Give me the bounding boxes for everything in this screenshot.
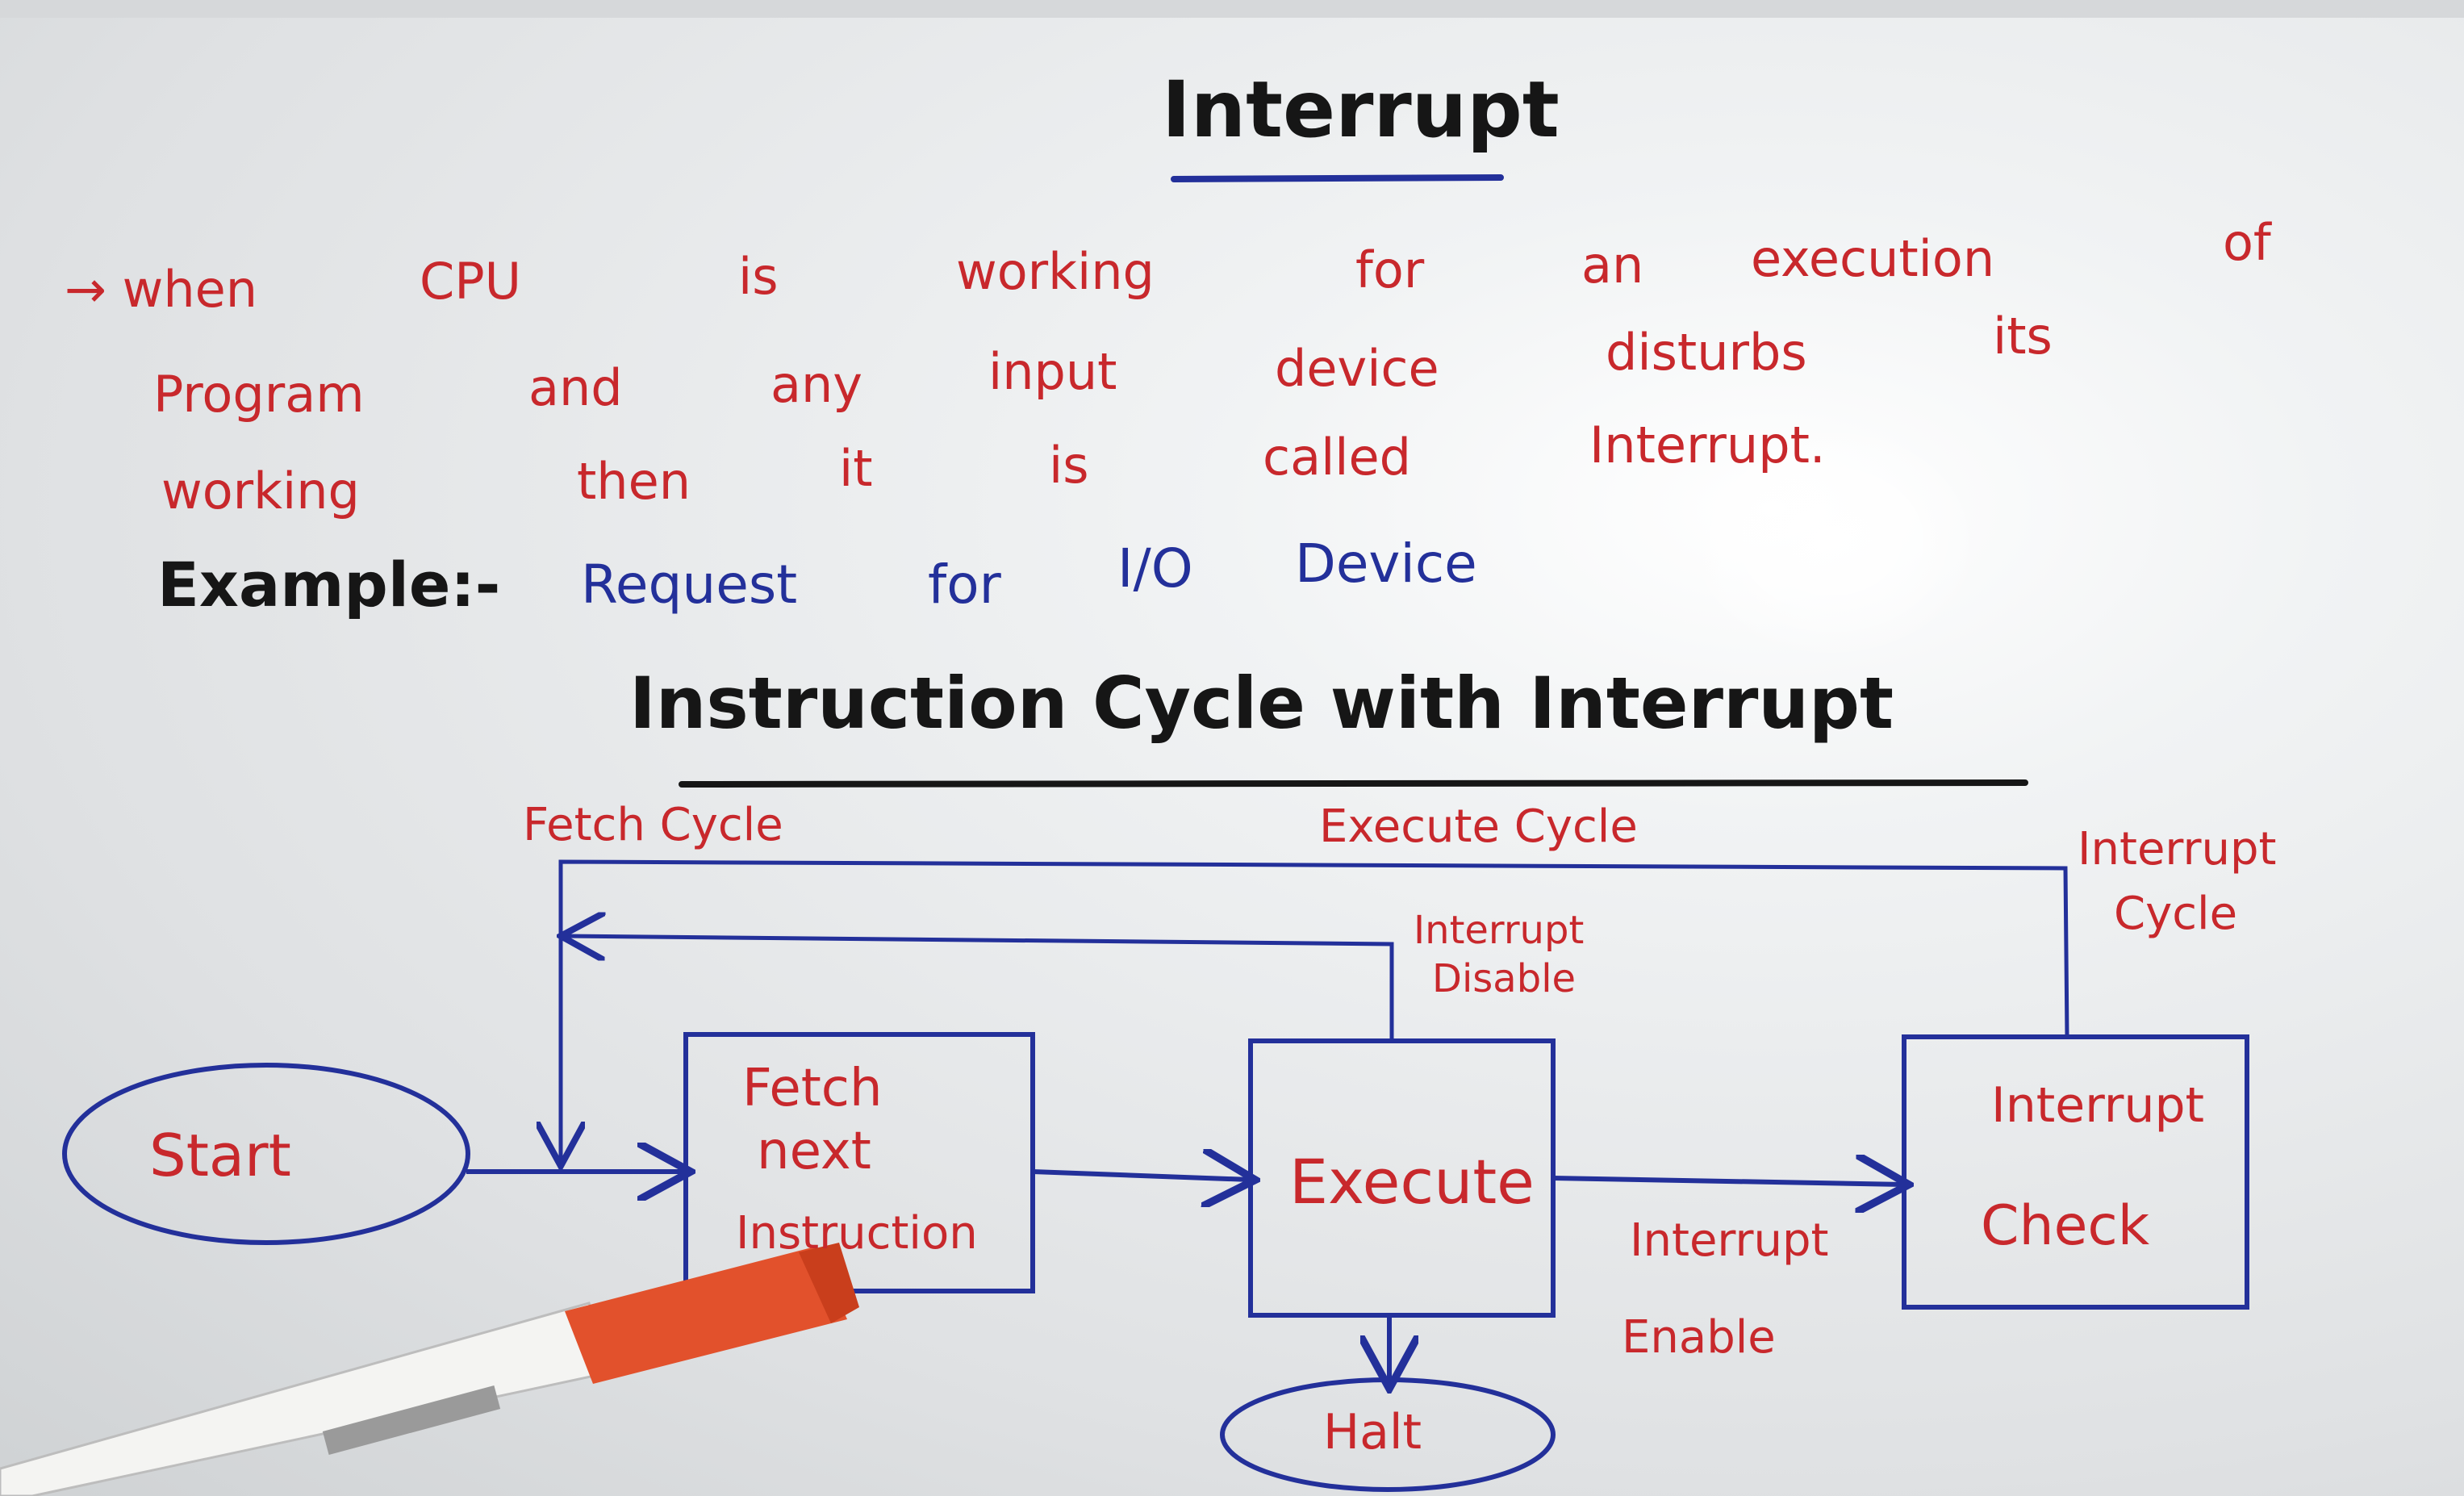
section-title: Instruction Cycle with Interrupt (629, 662, 1894, 745)
definition-word: input (988, 342, 1117, 401)
fetch-label: Fetch (742, 1059, 883, 1118)
interrupt-cycle-label: Interrupt (2078, 823, 2277, 875)
interrupt-check-node (1902, 1034, 2249, 1310)
marker-pen (0, 1243, 859, 1496)
interrupt-disable-label: Interrupt (1414, 908, 1585, 953)
definition-word: → when (65, 260, 258, 319)
definition-word: for (1355, 240, 1425, 299)
definition-word: device (1275, 339, 1439, 398)
example-label: Example:- (157, 549, 501, 621)
definition-word: is (738, 247, 779, 306)
definition-word: its (1993, 307, 2053, 366)
definition-word: Interrupt. (1589, 416, 1826, 474)
example-word: for (928, 554, 1001, 616)
start-node (62, 1063, 470, 1245)
interrupt-check-label: Check (1981, 1194, 2150, 1258)
definition-word: any (771, 355, 862, 414)
definition-word: of (2223, 213, 2271, 272)
fetch-to-execute-arrow (1032, 1172, 1251, 1180)
page-title: Interrupt (1162, 65, 1560, 155)
definition-word: disturbs (1606, 323, 1807, 382)
definition-word: CPU (420, 252, 522, 311)
definition-word: working (161, 462, 360, 520)
execute-to-check-arrow (1552, 1178, 1904, 1185)
section-title-underline (679, 779, 2028, 788)
halt-node (1220, 1377, 1556, 1492)
board-top-edge (0, 0, 2464, 18)
example-word: I/O (1117, 537, 1193, 600)
definition-word: it (839, 439, 873, 498)
fetch-node (683, 1032, 1035, 1293)
start-label: Start (149, 1122, 291, 1189)
definition-word: then (577, 452, 691, 511)
fetch-label: next (757, 1122, 871, 1181)
definition-word: called (1263, 428, 1412, 487)
interrupt-cycle-arrow (561, 859, 2069, 1162)
interrupt-check-label: Interrupt (1991, 1077, 2205, 1134)
fetch-label: Instruction (736, 1207, 978, 1260)
interrupt-enable-label: Enable (1622, 1311, 1776, 1364)
interrupt-cycle-label: Cycle (2114, 888, 2238, 940)
light-glare (1678, 420, 1985, 662)
interrupt-enable-label: Interrupt (1630, 1214, 1829, 1267)
definition-word: and (528, 358, 623, 417)
interrupt-disable-label: Disable (1432, 956, 1577, 1001)
definition-word: Program (153, 365, 365, 424)
definition-word: working (956, 242, 1155, 301)
fetch-cycle-label: Fetch Cycle (523, 799, 783, 851)
execute-label: Execute (1289, 1146, 1535, 1218)
title-underline (1171, 174, 1504, 182)
definition-word: is (1049, 436, 1089, 495)
execute-cycle-label: Execute Cycle (1319, 800, 1638, 853)
definition-word: an (1581, 236, 1644, 295)
halt-label: Halt (1323, 1404, 1422, 1460)
example-word: Request (581, 554, 798, 616)
definition-word: execution (1751, 229, 1995, 288)
interrupt-disable-arrow (565, 936, 1394, 1041)
example-word: Device (1295, 533, 1477, 595)
